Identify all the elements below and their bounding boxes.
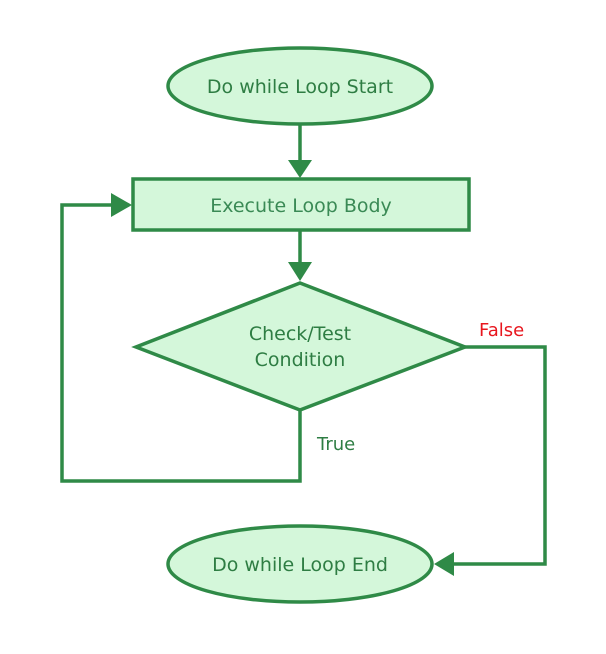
arrow-false-to-end bbox=[447, 345, 547, 566]
start-node-label: Do while Loop Start bbox=[207, 76, 393, 98]
end-node-shape bbox=[166, 524, 434, 604]
arrow-body-to-condition-head bbox=[288, 262, 312, 281]
loop-body-shape bbox=[131, 177, 471, 232]
end-node: Do while Loop End bbox=[166, 524, 434, 604]
arrow-false-to-end-head bbox=[434, 552, 454, 576]
true-branch-label: True bbox=[316, 434, 355, 455]
start-node: Do while Loop Start bbox=[166, 46, 434, 126]
loop-body-label: Execute Loop Body bbox=[210, 195, 392, 217]
condition-shape bbox=[131, 281, 470, 412]
arrow-true-loop-back-head bbox=[111, 193, 132, 217]
condition-label-line1: Check/Test bbox=[249, 323, 351, 345]
start-node-shape bbox=[166, 46, 434, 126]
arrow-true-loop-back bbox=[60, 203, 302, 483]
loop-body-node: Execute Loop Body bbox=[131, 177, 471, 232]
condition-label-line2: Condition bbox=[255, 349, 346, 371]
condition-node: Check/Test Condition bbox=[131, 281, 470, 412]
end-node-label: Do while Loop End bbox=[212, 554, 388, 576]
arrow-start-to-body-head bbox=[288, 160, 312, 178]
false-branch-label: False bbox=[479, 320, 524, 341]
